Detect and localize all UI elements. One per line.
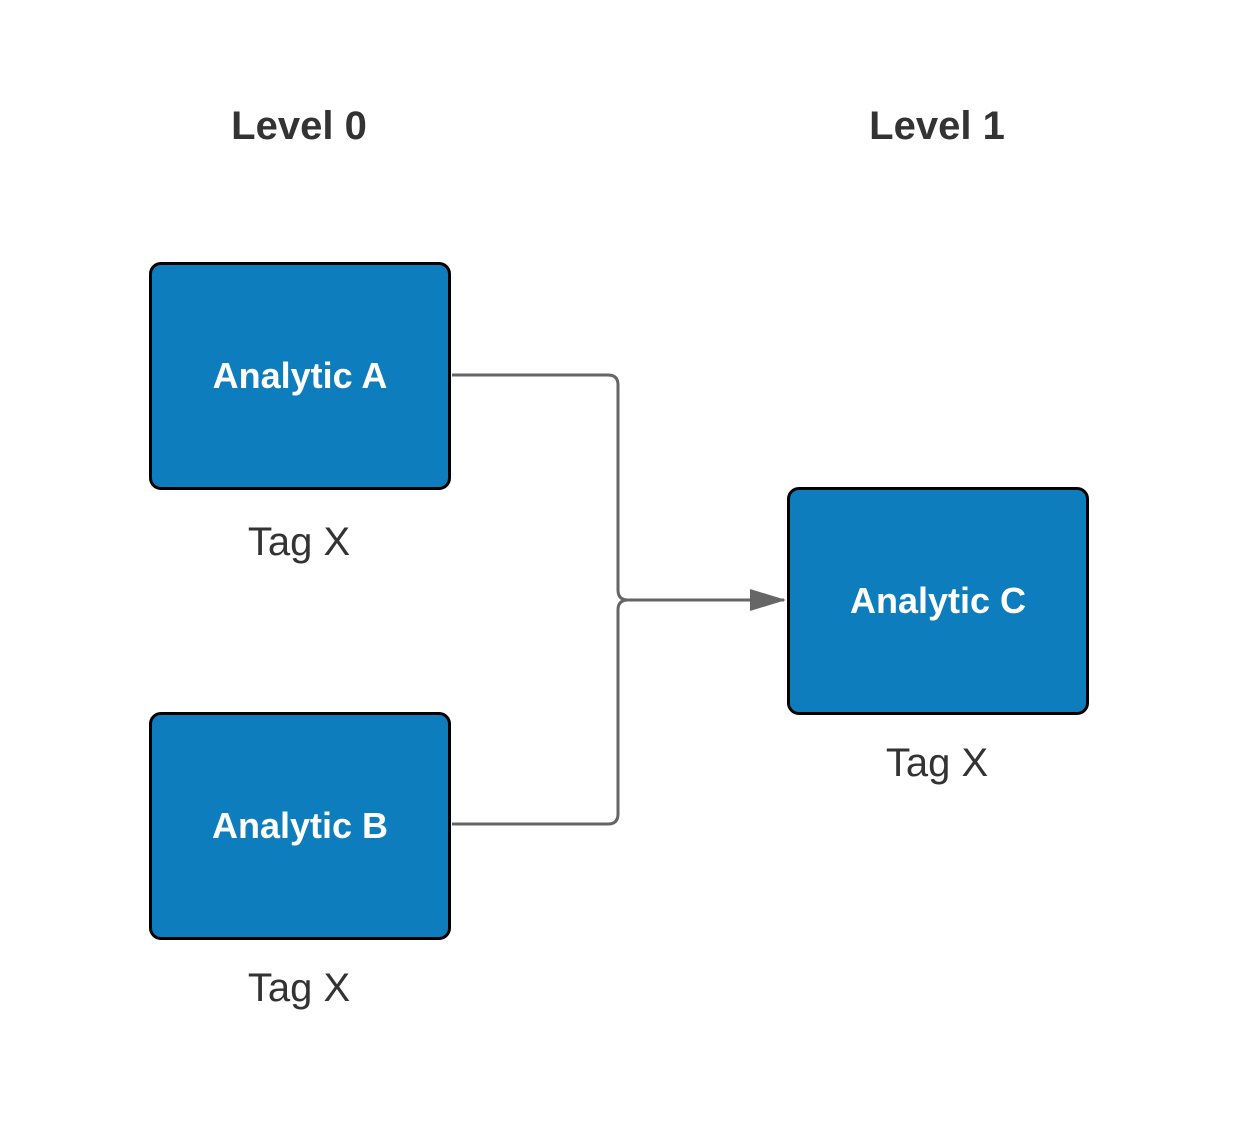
level-0-heading: Level 0 [231,104,367,148]
node-label: Analytic C [849,580,1027,621]
node-analytic-a[interactable]: Analytic A [149,262,451,490]
node-label: Analytic A [212,355,388,396]
node-analytic-c[interactable]: Analytic C [787,487,1089,715]
node-label: Analytic B [211,805,389,846]
tag-analytic-a: Tag X [247,520,351,564]
connector-b-to-c [452,598,629,826]
tag-analytic-b: Tag X [247,966,351,1010]
tag-analytic-c: Tag X [885,741,989,785]
level-1-heading: Level 1 [869,104,1005,148]
node-analytic-b[interactable]: Analytic B [149,712,451,940]
connector-a-to-c [452,373,786,611]
